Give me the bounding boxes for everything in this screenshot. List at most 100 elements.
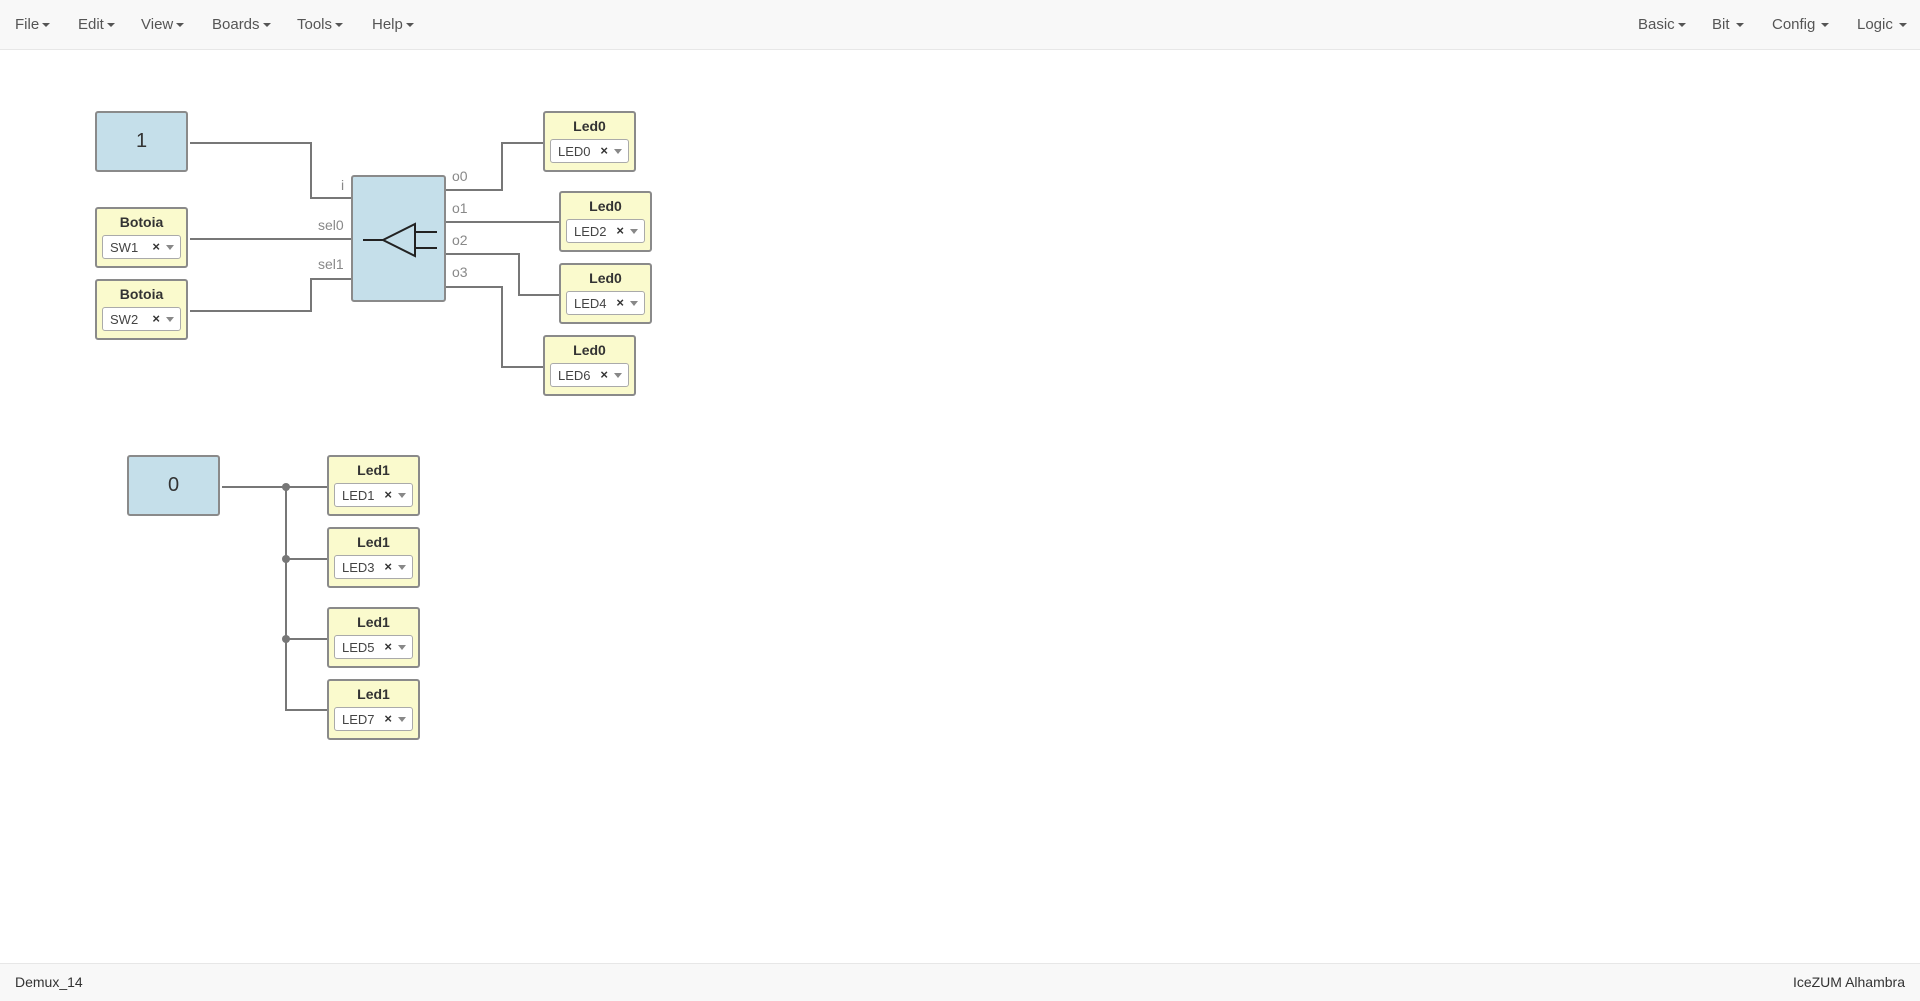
block-title: Led0 <box>589 270 622 286</box>
wire <box>190 278 351 312</box>
dropdown-arrow-icon[interactable] <box>398 565 406 570</box>
clear-icon[interactable]: × <box>384 711 392 726</box>
wire <box>446 253 559 296</box>
dropdown-arrow-icon[interactable] <box>398 717 406 722</box>
output-block-led0[interactable]: Led0 LED0 × <box>543 111 636 172</box>
port-i-label: i <box>341 177 345 193</box>
port-o3-label: o3 <box>452 264 468 280</box>
input-block-sw2[interactable]: Botoia SW2 × <box>95 279 188 340</box>
block-title: Led1 <box>357 534 390 550</box>
clear-icon[interactable]: × <box>152 311 160 326</box>
dropdown-arrow-icon[interactable] <box>630 229 638 234</box>
menu-view-label: View <box>141 16 174 33</box>
menu-edit-label: Edit <box>78 16 104 33</box>
block-title: Led1 <box>357 614 390 630</box>
clear-icon[interactable]: × <box>600 143 608 158</box>
pin-select[interactable]: LED6 × <box>550 363 629 387</box>
caret-down-icon <box>1821 23 1830 28</box>
clear-icon[interactable]: × <box>616 223 624 238</box>
menu-bit-label: Bit <box>1712 16 1730 33</box>
caret-down-icon <box>1735 23 1744 28</box>
block-title: Botoia <box>119 286 164 302</box>
clear-icon[interactable]: × <box>384 639 392 654</box>
pin-select[interactable]: LED7 × <box>334 707 413 731</box>
wire <box>446 142 543 191</box>
port-sel0-label: sel0 <box>318 217 344 233</box>
pin-select-value: LED5 <box>342 640 375 655</box>
pin-select-value: LED6 <box>558 368 591 383</box>
wire-layer <box>190 142 559 711</box>
pin-select[interactable]: SW2 × <box>102 307 181 331</box>
dropdown-arrow-icon[interactable] <box>398 493 406 498</box>
menu-tools-label: Tools <box>297 16 333 33</box>
dropdown-arrow-icon[interactable] <box>166 317 174 322</box>
menu-bit[interactable]: Bit <box>1712 0 1744 50</box>
constant-block-1[interactable]: 1 <box>95 111 188 172</box>
menu-file-label: File <box>15 16 40 33</box>
wire-junction <box>282 483 290 491</box>
pin-select-value: LED3 <box>342 560 375 575</box>
clear-icon[interactable]: × <box>384 559 392 574</box>
menu-bar: File Edit View Boards Tools Help Basic B… <box>0 0 1920 50</box>
dropdown-arrow-icon[interactable] <box>166 245 174 250</box>
pin-select-value: LED2 <box>574 224 607 239</box>
pin-select-value: LED4 <box>574 296 607 311</box>
demux-block[interactable] <box>351 175 446 302</box>
pin-select[interactable]: LED2 × <box>566 219 645 243</box>
dropdown-arrow-icon[interactable] <box>614 373 622 378</box>
output-block-led7[interactable]: Led1 LED7 × <box>327 679 420 740</box>
clear-icon[interactable]: × <box>616 295 624 310</box>
menu-file[interactable]: File <box>15 0 51 50</box>
menu-logic[interactable]: Logic <box>1857 0 1907 50</box>
caret-down-icon <box>1677 23 1686 28</box>
pin-select[interactable]: LED0 × <box>550 139 629 163</box>
project-name: Demux_14 <box>15 974 83 990</box>
pin-select-value: SW2 <box>110 312 139 327</box>
menu-view[interactable]: View <box>141 0 185 50</box>
caret-down-icon <box>106 23 115 28</box>
dropdown-arrow-icon[interactable] <box>614 149 622 154</box>
menu-boards[interactable]: Boards <box>212 0 271 50</box>
block-title: Led1 <box>357 462 390 478</box>
output-block-led2[interactable]: Led0 LED2 × <box>559 191 652 252</box>
clear-icon[interactable]: × <box>600 367 608 382</box>
status-bar: Demux_14 IceZUM Alhambra <box>0 963 1920 1001</box>
input-block-sw1[interactable]: Botoia SW1 × <box>95 207 188 268</box>
demux-symbol-icon <box>363 222 437 258</box>
caret-down-icon <box>42 23 51 28</box>
block-title: Led0 <box>573 118 606 134</box>
caret-down-icon <box>176 23 185 28</box>
pin-select[interactable]: LED1 × <box>334 483 413 507</box>
dropdown-arrow-icon[interactable] <box>630 301 638 306</box>
menu-config[interactable]: Config <box>1772 0 1830 50</box>
wire-junction <box>282 555 290 563</box>
output-block-led4[interactable]: Led0 LED4 × <box>559 263 652 324</box>
port-o2-label: o2 <box>452 232 468 248</box>
clear-icon[interactable]: × <box>152 239 160 254</box>
clear-icon[interactable]: × <box>384 487 392 502</box>
menu-config-label: Config <box>1772 16 1816 33</box>
constant-block-0[interactable]: 0 <box>127 455 220 516</box>
menu-help-label: Help <box>372 16 403 33</box>
dropdown-arrow-icon[interactable] <box>398 645 406 650</box>
pin-select-value: LED7 <box>342 712 375 727</box>
output-block-led5[interactable]: Led1 LED5 × <box>327 607 420 668</box>
menu-edit[interactable]: Edit <box>78 0 115 50</box>
output-block-led6[interactable]: Led0 LED6 × <box>543 335 636 396</box>
caret-down-icon <box>335 23 344 28</box>
caret-down-icon <box>1898 23 1907 28</box>
menu-tools[interactable]: Tools <box>297 0 344 50</box>
pin-select[interactable]: LED5 × <box>334 635 413 659</box>
output-block-led1[interactable]: Led1 LED1 × <box>327 455 420 516</box>
menu-basic-label: Basic <box>1638 16 1675 33</box>
port-o1-label: o1 <box>452 200 468 216</box>
design-canvas[interactable]: 1 0 Botoia SW1 × Botoia SW2 × i <box>0 51 1920 963</box>
menu-basic[interactable]: Basic <box>1638 0 1686 50</box>
output-block-led3[interactable]: Led1 LED3 × <box>327 527 420 588</box>
port-sel1-label: sel1 <box>318 256 344 272</box>
pin-select[interactable]: LED4 × <box>566 291 645 315</box>
pin-select[interactable]: SW1 × <box>102 235 181 259</box>
constant-value: 0 <box>167 474 180 496</box>
menu-help[interactable]: Help <box>372 0 414 50</box>
pin-select[interactable]: LED3 × <box>334 555 413 579</box>
